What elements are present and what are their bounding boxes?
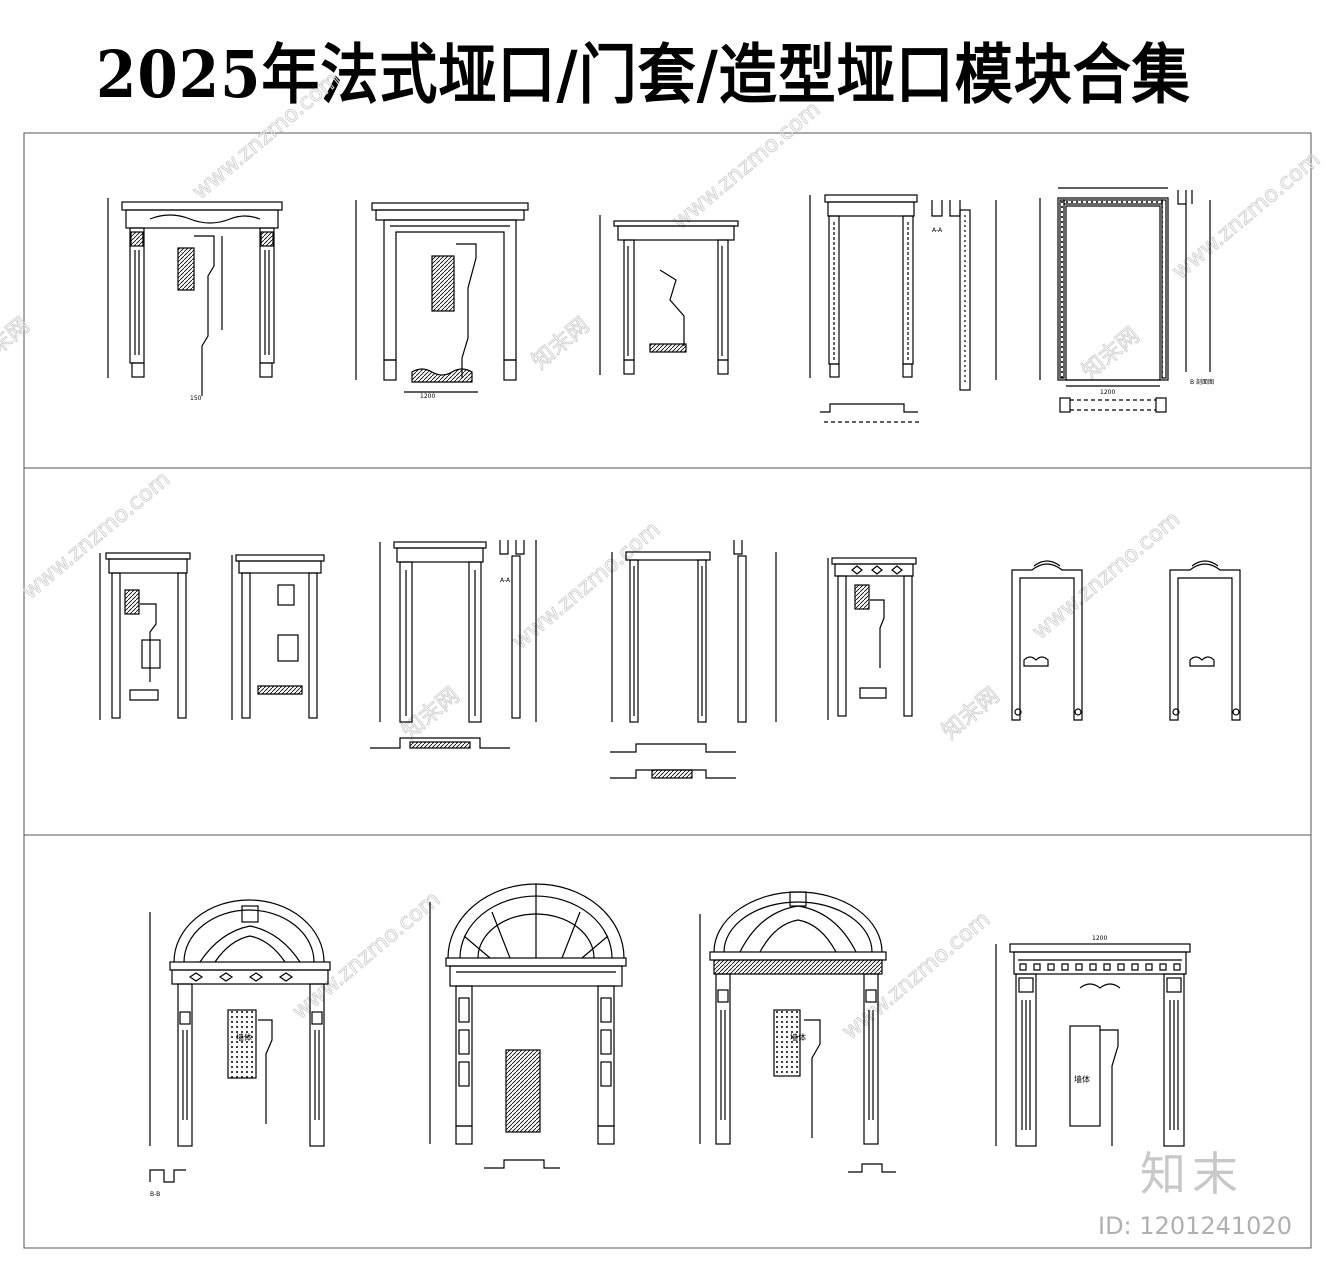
dim-label: 1200 [420,393,435,400]
watermark-text: www.znzmo.com [288,887,445,1025]
door-frame-11 [1011,560,1083,721]
watermark-text: www.znzmo.com [508,517,665,655]
arched-door-3 [699,891,896,1173]
door-frame-1 [107,198,283,396]
section-label: A-A [500,577,511,584]
door-frame-4 [809,194,997,423]
arched-door-1 [149,899,331,1183]
watermark-brand: 知末网 [398,683,465,745]
door-frame-10 [827,557,917,720]
watermark-site-text: www.znzmo.com www.znzmo.com www.znzmo.co… [0,66,1326,1045]
watermark-text: www.znzmo.com [668,97,825,235]
watermark-text: www.znzmo.com [1028,507,1185,645]
watermark-text: www.znzmo.com [1168,147,1325,285]
watermark-text: www.znzmo.com [188,67,345,205]
annotations: 150 1200 1200 B 剖面图 墙体 墙体 墙体 A-A A-A B-B… [150,227,1214,1198]
dim-label: 1200 [1092,935,1107,942]
door-frame-8 [370,540,537,749]
section-label: B-B [150,1191,160,1198]
watermark-text: www.znzmo.com [18,467,175,605]
watermark-logo: 知末 [1140,1147,1244,1201]
watermark-brand: 知末网 [528,313,595,375]
door-frame-2 [355,200,529,393]
door-frame-5 [1039,187,1211,413]
door-frame-3 [599,215,739,375]
door-frame-12 [1169,560,1241,721]
section-label: A-A [932,227,943,234]
panel-row-2 [23,467,1312,836]
door-frame-13 [995,943,1191,1147]
wall-label: 墙体 [1074,1074,1090,1084]
watermark-brand: 知末网 [938,683,1005,745]
door-frame-6 [99,552,191,720]
watermark-text: www.znzmo.com [838,907,995,1045]
panel-frames [23,132,1312,1249]
section-label: B 剖面图 [1190,378,1214,386]
panel-row-3 [23,834,1312,1249]
door-frame-9 [610,540,777,779]
page-title: 2025年法式垭口/门套/造型垭口模块合集 [96,36,1191,113]
arched-door-2 [429,883,627,1169]
dim-label: 150 [190,395,202,402]
watermark-brand: 知末网 [0,313,34,375]
watermark-brand: 知末网 [1078,323,1145,385]
watermark-id: ID: 1201241020 [1098,1212,1292,1240]
wall-label: 墙体 [790,1032,806,1042]
dim-label: 1200 [1100,389,1115,396]
wall-label: 墙体 [236,1032,252,1042]
door-frame-7 [231,554,325,720]
